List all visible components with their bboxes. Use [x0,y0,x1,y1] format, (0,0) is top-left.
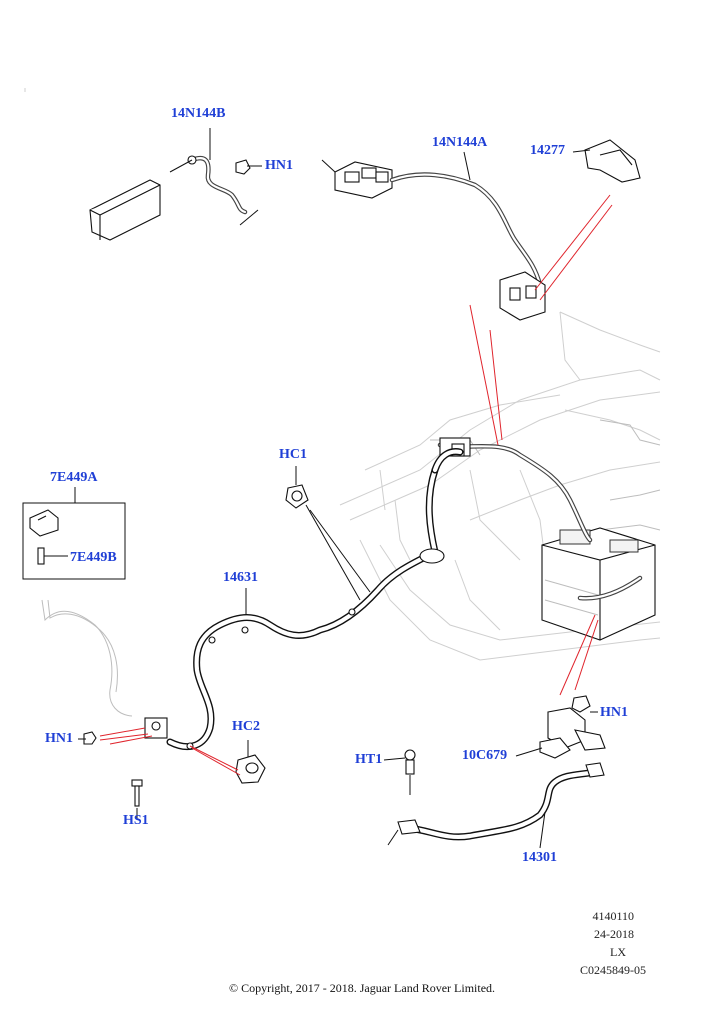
bolt-HS1 [131,779,143,807]
battery [541,527,656,641]
callout-14N144A: 14N144A [432,135,488,150]
grommet-HC2 [235,754,266,784]
nut-HN1-left [83,731,97,745]
leader-lines [44,128,613,849]
cover-14277 [584,139,641,183]
callout-HC2: HC2 [232,719,260,734]
copyright-notice: © Copyright, 2017 - 2018. Jaguar Land Ro… [228,981,496,995]
callout-7E449B: 7E449B [70,550,117,565]
callout-HC1: HC1 [279,447,307,462]
reference-line-3: LX [610,945,626,959]
grommet-HC1 [285,484,309,509]
callout-HS1: HS1 [123,813,149,828]
callout-14631: 14631 [223,570,258,585]
terminal-10C679 [539,695,606,759]
battery-cable [577,575,643,601]
part-box-7E449 [22,502,126,580]
reference-line-4: C0245849-05 [580,963,646,977]
callout-10C679: 10C679 [462,748,508,763]
cable-14N144B [89,155,259,241]
callout-14277: 14277 [530,143,565,158]
callout-14301: 14301 [522,850,557,865]
callout-14N144B: 14N144B [171,106,226,121]
bolt-HT1 [404,749,416,795]
reference-line-1: 4140110 [592,909,634,923]
callout-HT1: HT1 [355,752,383,767]
callout-HN1-left: HN1 [45,731,73,746]
vehicle-floor-outline [24,88,661,661]
strap-14301 [387,762,605,846]
cable-14N144A [321,159,546,321]
reference-line-2: 24-2018 [594,927,634,941]
harness-14631 [144,448,464,750]
sensor-cable-ghost [41,599,133,717]
callout-7E449A: 7E449A [50,470,98,485]
nut-HN1-top [235,159,251,175]
callout-HN1-top: HN1 [265,158,293,173]
callout-HN1-right: HN1 [600,705,628,720]
